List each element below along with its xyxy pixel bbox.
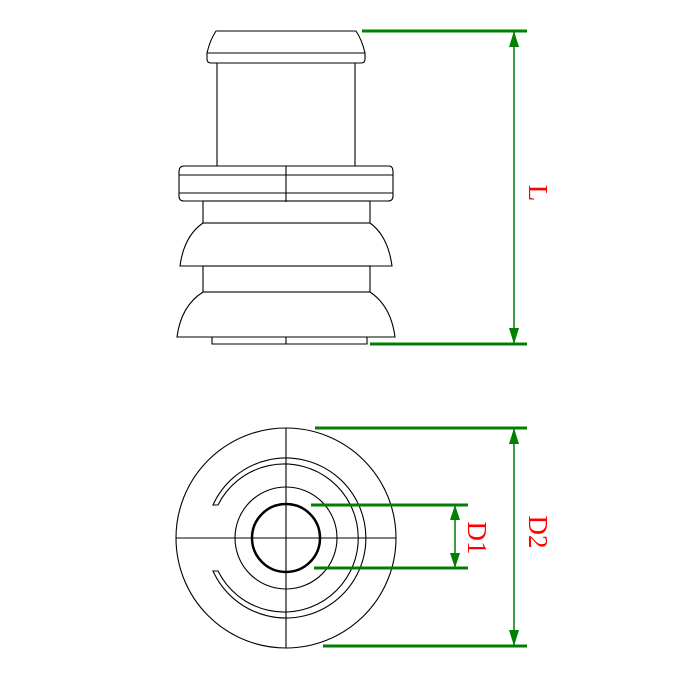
arrow-down-icon [509,630,519,646]
base [211,337,368,345]
dimension-label-D2: D2 [523,516,553,549]
dimension-L: L [362,29,553,346]
bell-upper [179,222,393,267]
arrow-down-icon [509,328,519,344]
arrow-up-icon [450,505,460,520]
arrow-up-icon [509,428,519,444]
dimension-D1: D1 [311,503,492,570]
seal-channel [212,457,367,619]
center-lines [176,428,396,648]
bell-lower [176,291,396,338]
dimension-D2: D2 [315,426,553,648]
top-cap [206,30,366,64]
arrow-up-icon [509,31,519,47]
neck-upper [202,200,371,224]
dimension-label-L: L [523,185,553,202]
flange-edges [179,166,393,202]
stem [216,63,356,166]
neck-lower [202,265,371,293]
side-view [176,30,396,345]
dimension-label-D1: D1 [462,522,492,555]
arrow-down-icon [450,553,460,568]
end-view [175,427,397,649]
flange [178,165,394,202]
